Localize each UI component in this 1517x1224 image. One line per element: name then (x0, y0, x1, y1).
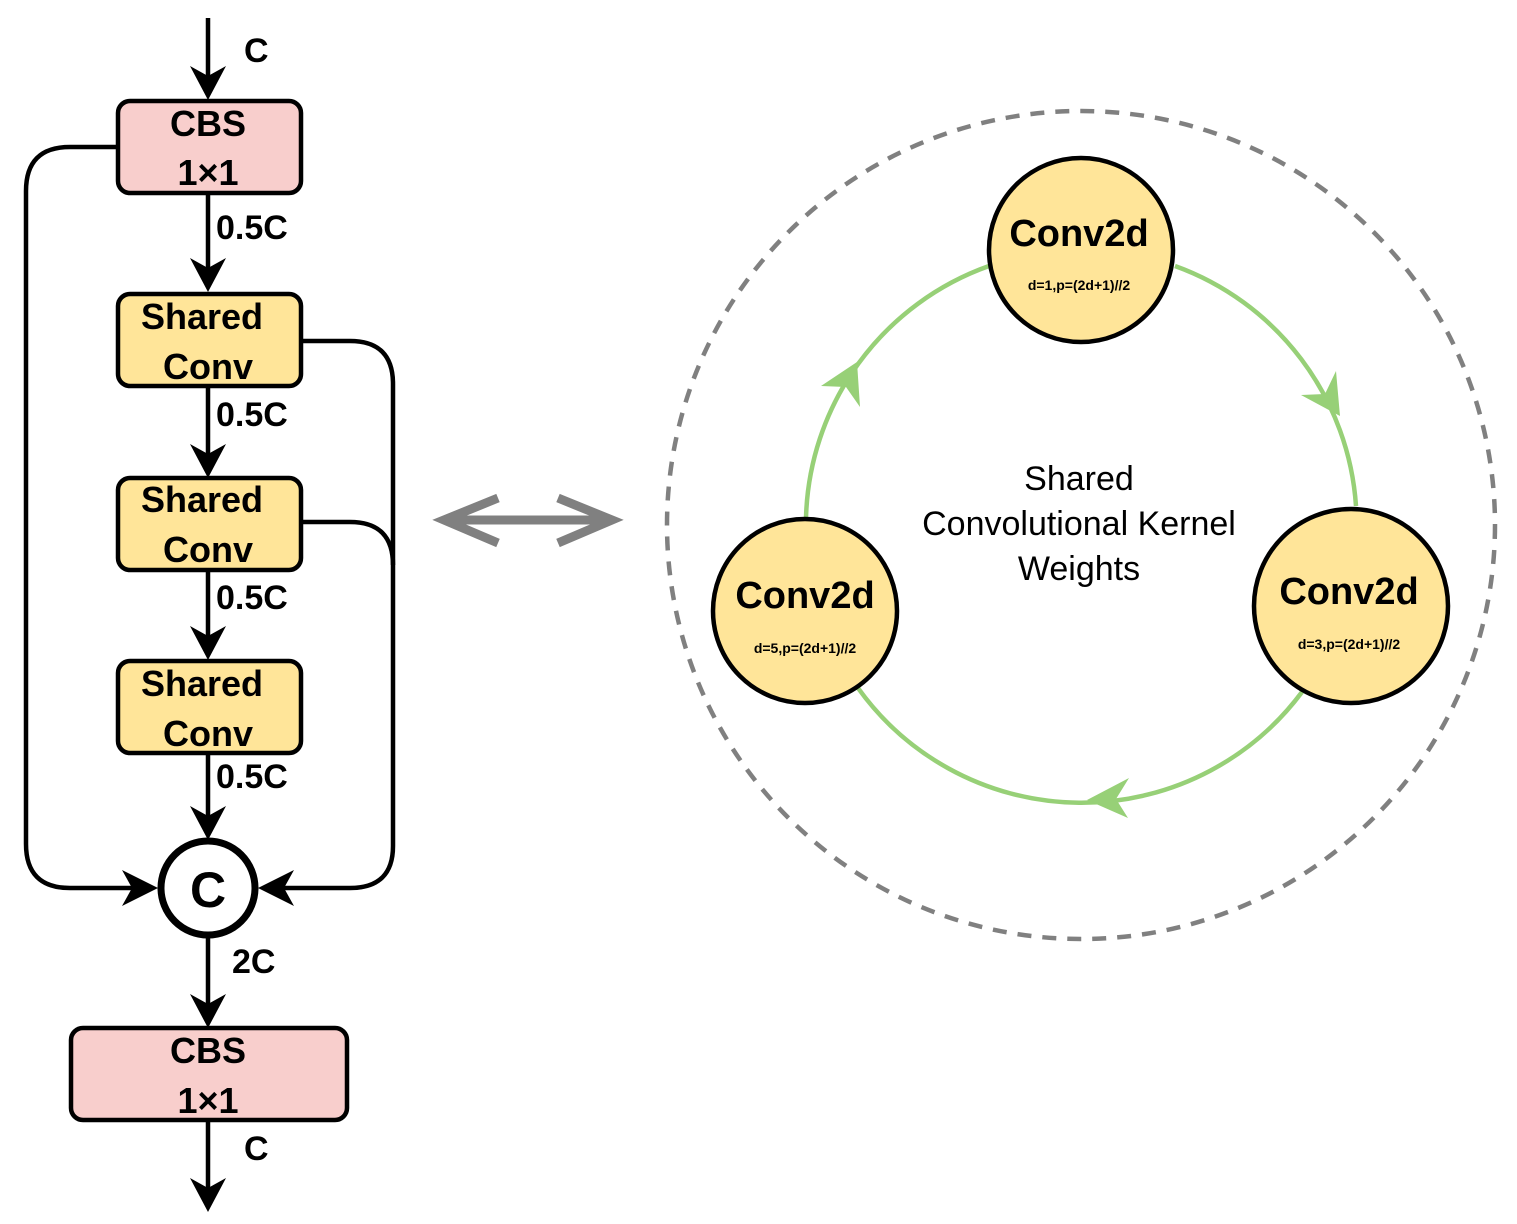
skip-left-arrowhead (122, 870, 158, 906)
cbs-bottom-box (68, 1025, 350, 1123)
shared-conv-3-label-2: Conv (163, 713, 253, 754)
shared-conv-box-1 (115, 291, 304, 389)
center-text-line-3: Weights (1018, 550, 1140, 588)
edge-arrowhead-1 (190, 258, 226, 292)
conv2d-node-right: Conv2d d=3,p=(2d+1)//2 (1251, 506, 1451, 706)
center-text-line-1: Shared (1024, 460, 1134, 498)
edge-arrowhead-3 (190, 626, 226, 660)
concat-symbol: C (190, 862, 226, 918)
conv2d-right-title: Conv2d (1279, 571, 1418, 613)
concat-circle (157, 837, 259, 939)
output-channel-label: C (244, 1130, 269, 1168)
conv2d-circle-left (710, 516, 900, 706)
shared-conv-block-3: Shared Conv (115, 658, 304, 756)
concat-output-arrowhead (190, 994, 226, 1028)
shared-conv-3-label-1: Shared (141, 663, 263, 704)
skip-connection-left (23, 144, 138, 891)
shared-conv-box-3 (115, 658, 304, 756)
concat-node: C (157, 837, 259, 939)
conv2d-left-param: d=5,p=(2d+1)//2 (754, 640, 857, 656)
double-arrow-right-head (556, 493, 624, 548)
input-channel-label: C (244, 32, 269, 70)
cbs-top-block: CBS 1×1 (115, 98, 304, 196)
cycle-arc-top-right (1174, 263, 1359, 507)
edge-label-1: 0.5C (216, 209, 288, 247)
center-text-line-2: Convolutional Kernel (922, 505, 1236, 543)
cbs-top-label-2: 1×1 (177, 152, 238, 193)
conv2d-node-top: Conv2d d=1,p=(2d+1)//2 (986, 155, 1176, 345)
cycle-arrowhead-left (821, 362, 860, 407)
shared-conv-block-1: Shared Conv (115, 291, 304, 389)
conv2d-right-param: d=3,p=(2d+1)//2 (1298, 636, 1401, 652)
shared-conv-2-label-1: Shared (141, 479, 263, 520)
cbs-top-label-1: CBS (170, 103, 246, 144)
edge-arrowhead-2 (190, 444, 226, 478)
input-arrowhead (190, 66, 226, 100)
cycle-arc-top-left (803, 263, 990, 519)
conv2d-node-left: Conv2d d=5,p=(2d+1)//2 (710, 516, 900, 706)
cbs-bottom-label-1: CBS (170, 1030, 246, 1071)
conv2d-left-title: Conv2d (735, 575, 874, 617)
cycle-arrowhead-right (1301, 371, 1340, 416)
skip-right-arrowhead (258, 870, 294, 906)
skip-connection-right-1 (278, 338, 396, 891)
shared-conv-1-label-2: Conv (163, 346, 253, 387)
cbs-bottom-label-2: 1×1 (177, 1080, 238, 1121)
output-arrowhead (190, 1178, 226, 1212)
conv2d-top-param: d=1,p=(2d+1)//2 (1028, 277, 1131, 293)
conv2d-circle-top (986, 155, 1176, 345)
cycle-arrowhead-bottom (1087, 778, 1129, 818)
edge-label-3: 0.5C (216, 579, 288, 617)
edge-arrowhead-4 (190, 806, 226, 840)
shared-conv-1-label-1: Shared (141, 296, 263, 337)
skip-connection-right-2 (301, 519, 396, 566)
concat-output-label: 2C (232, 943, 275, 981)
edge-label-4: 0.5C (216, 758, 288, 796)
shared-conv-2-label-2: Conv (163, 529, 253, 570)
conv2d-circle-right (1251, 506, 1451, 706)
cbs-top-box (115, 98, 304, 196)
cbs-bottom-block: CBS 1×1 (68, 1025, 350, 1123)
dashed-boundary-circle (664, 108, 1498, 942)
shared-conv-box-2 (115, 475, 304, 573)
shared-kernel-panel: Shared Convolutional Kernel Weights Conv… (664, 108, 1498, 942)
bidirectional-arrow (432, 493, 624, 548)
double-arrow-left-head (432, 493, 500, 548)
left-module: CBS 1×1 Shared Conv Shared Conv Shared C… (23, 18, 396, 1212)
edge-label-2: 0.5C (216, 396, 288, 434)
conv2d-top-title: Conv2d (1009, 213, 1148, 255)
cycle-arc-bottom (856, 686, 1304, 805)
shared-conv-block-2: Shared Conv (115, 475, 304, 573)
